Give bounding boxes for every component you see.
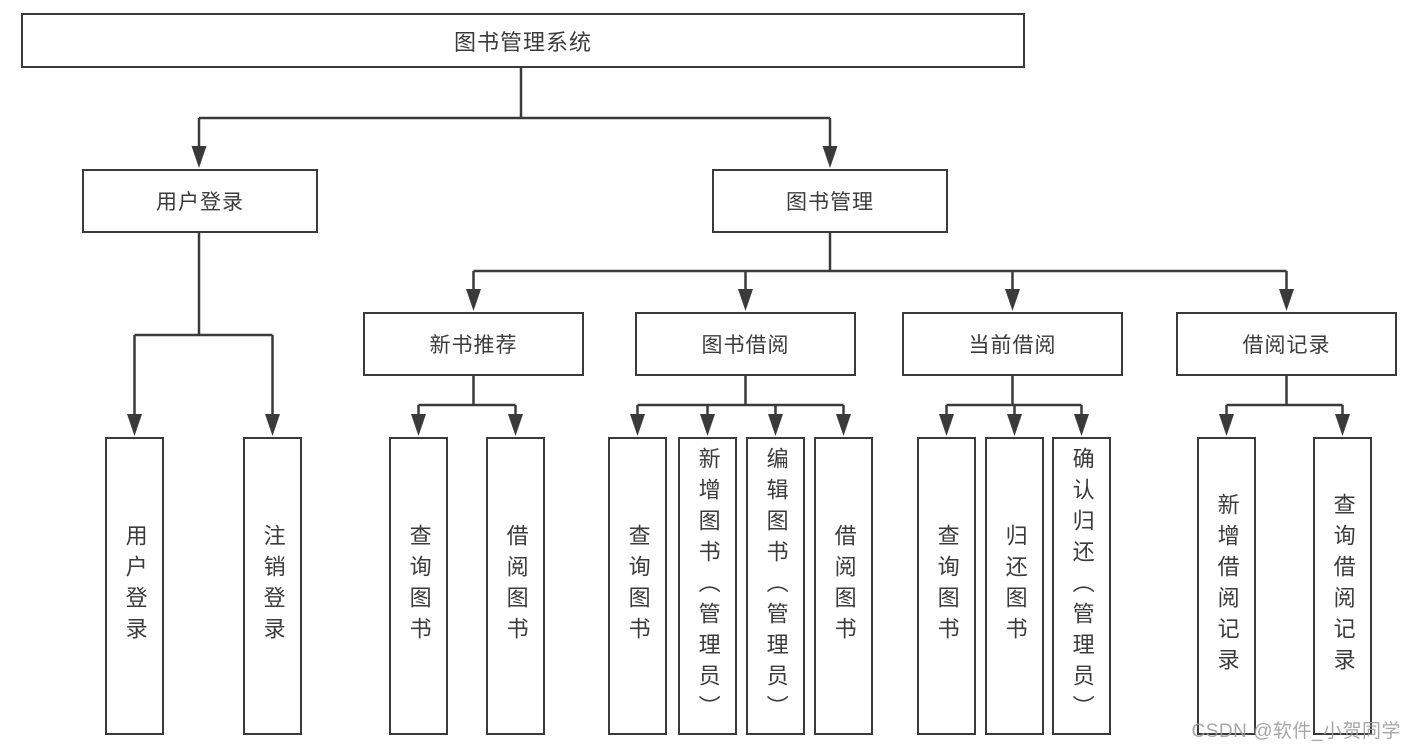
node-label: 借阅记录 — [1242, 334, 1331, 357]
arrowhead-icon — [700, 414, 715, 436]
arrowhead-icon — [466, 289, 481, 311]
node-new-book-recommendation: 新书推荐 — [363, 312, 584, 376]
node-label: 当前借阅 — [968, 334, 1057, 357]
arrowhead-icon — [630, 414, 645, 436]
connector-user-login-branch — [133, 233, 274, 417]
node-label: 新增借阅记录 — [1214, 493, 1240, 679]
arrowhead-icon — [822, 146, 838, 168]
node-current-borrowing: 当前借阅 — [902, 312, 1123, 376]
connector-book-borrow-branch — [636, 376, 845, 417]
arrowhead-icon — [265, 414, 280, 436]
node-label: 查询图书 — [934, 524, 960, 648]
connector-borrow-records-branch — [1225, 376, 1344, 417]
node-query-books-current: 查询图书 — [917, 437, 976, 735]
node-book-management: 图书管理 — [712, 169, 948, 233]
node-label: 用户登录 — [122, 524, 148, 648]
node-label: 借阅图书 — [831, 524, 857, 648]
node-logout: 注销登录 — [243, 437, 302, 735]
node-label: 查询借阅记录 — [1330, 493, 1356, 679]
arrowhead-icon — [1279, 289, 1294, 311]
node-label: 新增图书（管理员） — [695, 446, 721, 726]
node-label: 查询图书 — [625, 524, 651, 648]
connector-current-borrow-branch — [945, 376, 1083, 417]
node-borrow-books: 借阅图书 — [814, 437, 873, 735]
node-label: 编辑图书（管理员） — [763, 446, 789, 726]
arrowhead-icon — [1074, 414, 1089, 436]
node-label: 确认归还（管理员） — [1069, 446, 1095, 726]
node-label: 查询图书 — [406, 524, 432, 648]
node-book-borrowing: 图书借阅 — [635, 312, 856, 376]
connector-book-management-branch — [472, 233, 1288, 292]
node-add-books-admin: 新增图书（管理员） — [678, 437, 737, 735]
node-label: 图书借阅 — [701, 334, 790, 357]
arrowhead-icon — [1005, 289, 1020, 311]
node-label: 图书管理系统 — [453, 29, 592, 55]
arrowhead-icon — [1007, 414, 1022, 436]
arrowhead-icon — [1335, 414, 1350, 436]
arrowhead-icon — [768, 414, 783, 436]
node-label: 归还图书 — [1002, 524, 1028, 648]
connector-root-branch — [197, 66, 832, 149]
node-borrow-books-recommend: 借阅图书 — [486, 437, 545, 735]
arrowhead-icon — [1219, 414, 1234, 436]
node-query-books-recommend: 查询图书 — [389, 437, 448, 735]
node-query-books-borrow: 查询图书 — [608, 437, 667, 735]
node-label: 用户登录 — [156, 191, 244, 214]
arrowhead-icon — [939, 414, 954, 436]
arrowhead-icon — [508, 414, 523, 436]
connector-new-book-branch — [417, 376, 517, 417]
node-return-books: 归还图书 — [985, 437, 1044, 735]
node-label: 新书推荐 — [429, 334, 518, 357]
node-borrowing-records: 借阅记录 — [1176, 312, 1397, 376]
csdn-watermark: CSDN @软件_小贺同学 — [1191, 721, 1401, 742]
node-user-login: 用户登录 — [82, 169, 318, 233]
arrowhead-icon — [411, 414, 426, 436]
arrowhead-icon — [738, 289, 753, 311]
node-confirm-return-admin: 确认归还（管理员） — [1052, 437, 1111, 735]
node-label: 注销登录 — [260, 524, 286, 648]
node-label: 图书管理 — [786, 191, 874, 214]
node-add-borrow-record: 新增借阅记录 — [1197, 437, 1256, 735]
node-library-management-system: 图书管理系统 — [21, 13, 1025, 68]
arrowhead-icon — [191, 146, 207, 168]
node-label: 借阅图书 — [503, 524, 529, 648]
arrowhead-icon — [836, 414, 851, 436]
node-query-borrow-record: 查询借阅记录 — [1313, 437, 1372, 735]
node-user-login-action: 用户登录 — [105, 437, 164, 735]
arrowhead-icon — [127, 414, 142, 436]
node-edit-books-admin: 编辑图书（管理员） — [746, 437, 805, 735]
